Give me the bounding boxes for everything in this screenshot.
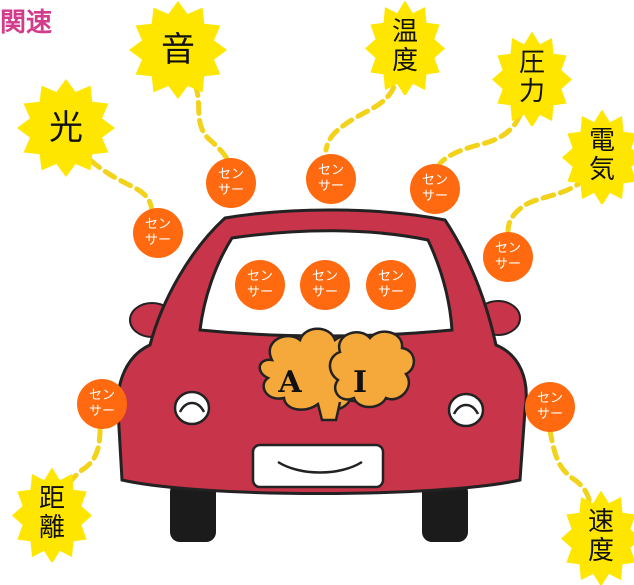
sense-label-char: 度 xyxy=(391,46,418,76)
left-headlight-line xyxy=(178,401,206,413)
burst-shape xyxy=(365,0,445,95)
right-headlight xyxy=(447,392,485,428)
sensor-badge: センサー xyxy=(410,164,460,214)
sensor-label-top: セン xyxy=(494,240,521,256)
burst-star xyxy=(561,490,634,585)
right-headlight-line xyxy=(452,403,480,415)
burst-star xyxy=(562,109,634,204)
left-headlight xyxy=(173,390,211,426)
sense-label-char: 距 xyxy=(38,483,65,514)
sensor-label-bottom: サー xyxy=(311,285,338,300)
sensor-badge: センサー xyxy=(306,154,356,204)
sense-label-char: 気 xyxy=(588,155,615,185)
sensor-badge: センサー xyxy=(206,158,256,208)
burst-star xyxy=(492,31,572,126)
sense-burst-pressure: 圧力 xyxy=(492,30,572,126)
sense-burst-distance: 距離 xyxy=(12,466,92,562)
brain-stem xyxy=(316,401,342,422)
sensor-label-bottom: サー xyxy=(536,407,563,422)
sense-burst-sound: 音 xyxy=(129,1,227,99)
sensor-badge: センサー xyxy=(525,382,575,432)
sense-label: 距離 xyxy=(12,466,92,562)
sense-label: 電気 xyxy=(562,108,634,204)
left-wheel xyxy=(170,482,216,542)
right-wheel xyxy=(422,482,468,542)
sensor-label-bottom: サー xyxy=(144,233,171,248)
burst-star xyxy=(129,1,227,99)
sensor-label-top: セン xyxy=(217,166,244,182)
sense-burst-speed: 速度 xyxy=(561,489,634,585)
sensor-label-top: セン xyxy=(246,268,273,284)
sense-label: 速度 xyxy=(561,489,634,585)
corner-title: 関速 xyxy=(0,8,53,38)
sense-label: 温度 xyxy=(365,0,445,95)
burst-shape xyxy=(129,1,227,99)
sense-label-char: 電 xyxy=(588,125,615,156)
sensor-label-bottom: サー xyxy=(377,285,404,300)
sense-burst-electricity: 電気 xyxy=(562,108,634,204)
connector-line xyxy=(547,427,593,511)
sensor-label-top: セン xyxy=(317,162,344,178)
sense-label-char: 音 xyxy=(161,29,195,70)
burst-shape xyxy=(492,31,572,126)
sense-label-char: 光 xyxy=(49,107,83,148)
sense-label-char: 温 xyxy=(391,16,418,47)
ai-letter-a: A xyxy=(277,365,302,400)
sensor-label-top: セン xyxy=(144,216,171,232)
sensor-label-top: セン xyxy=(88,387,115,403)
sensor-label-bottom: サー xyxy=(88,404,115,419)
sensor-badge: センサー xyxy=(483,232,533,282)
sensor-label-bottom: サー xyxy=(217,183,244,198)
connector-line xyxy=(75,145,155,218)
burst-shape xyxy=(17,79,115,177)
sense-label: 音 xyxy=(129,1,227,99)
sensor-badge: センサー xyxy=(300,260,350,310)
sense-label-char: 度 xyxy=(587,536,614,566)
sensor-label-top: セン xyxy=(421,172,448,188)
sensor-label-bottom: サー xyxy=(317,179,344,194)
sensor-label-bottom: サー xyxy=(246,285,273,300)
sensor-label-bottom: サー xyxy=(421,189,448,204)
ai-letter-i: I xyxy=(353,365,367,400)
brain-right xyxy=(328,330,415,409)
burst-shape xyxy=(561,490,634,585)
sensor-label-top: セン xyxy=(536,390,563,406)
sensor-badge: センサー xyxy=(77,379,127,429)
burst-star xyxy=(17,79,115,177)
grille-smile xyxy=(277,460,363,474)
sensor-badge: センサー xyxy=(235,260,285,310)
sense-label-char: 圧 xyxy=(518,47,545,78)
sensor-badge: センサー xyxy=(366,260,416,310)
sense-label-char: 速 xyxy=(587,506,614,537)
grille xyxy=(251,443,385,489)
sense-label-char: 力 xyxy=(518,77,545,107)
sense-label: 光 xyxy=(17,79,115,177)
connector-line xyxy=(323,67,401,153)
sense-burst-temperature: 温度 xyxy=(365,0,445,95)
sensor-label-bottom: サー xyxy=(494,257,521,272)
burst-star xyxy=(12,467,92,562)
burst-shape xyxy=(562,109,634,204)
burst-shape xyxy=(12,467,92,562)
sense-label-char: 離 xyxy=(38,513,65,543)
sense-label: 圧力 xyxy=(492,30,572,126)
burst-star xyxy=(365,0,445,95)
connector-line xyxy=(505,175,588,235)
sensor-label-top: セン xyxy=(377,268,404,284)
sensor-badge: センサー xyxy=(133,208,183,258)
sense-burst-light: 光 xyxy=(17,79,115,177)
sensor-label-top: セン xyxy=(311,268,338,284)
